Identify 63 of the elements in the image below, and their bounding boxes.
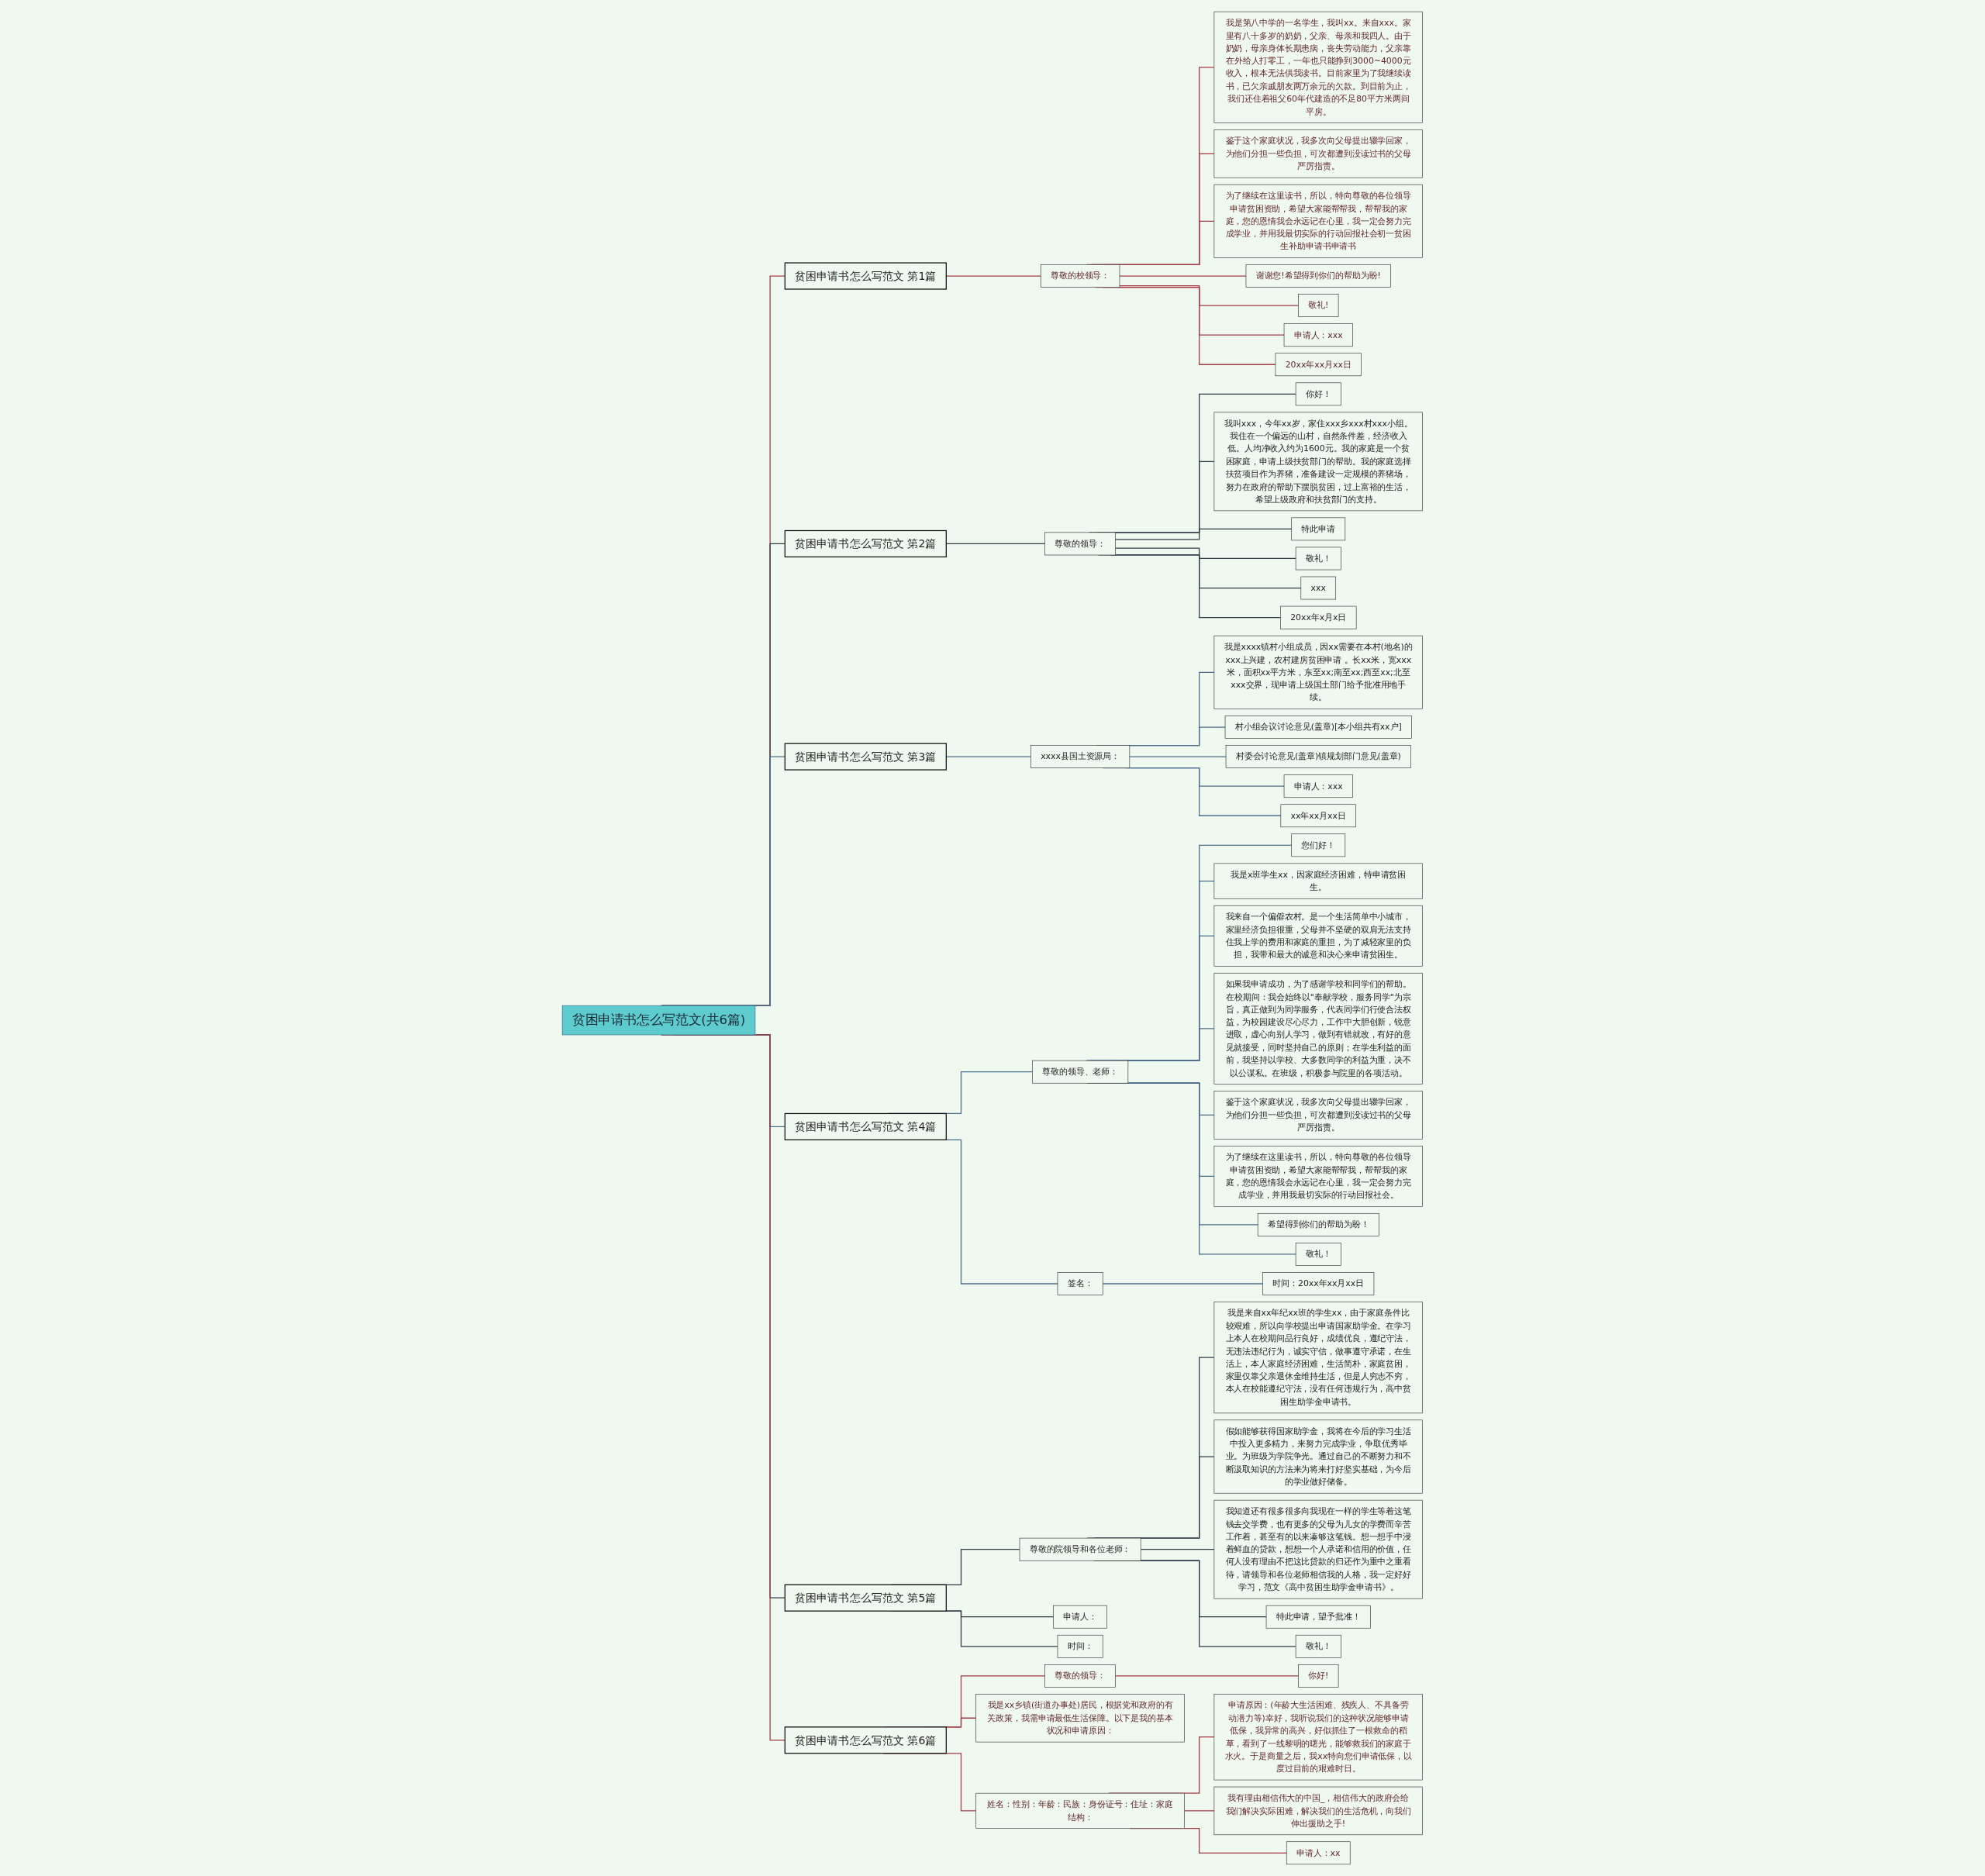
node-box: 希望得到你们的帮助为盼！ [1258, 1213, 1379, 1236]
node-box: 为了继续在这里读书，所以，特向尊敬的各位领导申请贫困资助，希望大家能帮帮我，帮帮我的家庭，您的恩情我会永远记在心里，我一定会努力完成学业，并用我最切实际的行动回报社会。 [1213, 1145, 1424, 1207]
connector [1115, 547, 1296, 560]
node-box: 敬礼！ [1295, 547, 1341, 571]
connector [1115, 528, 1293, 540]
node-box: 申请人：xxx [1283, 323, 1353, 347]
node-box: 姓名：性别：年龄：民族：身份证号：住址：家庭结构： [975, 1792, 1185, 1829]
node-box: 贫困申请书怎么写范文 第5篇 [784, 1584, 948, 1612]
node-box: 鉴于这个家庭状况，我多次向父母提出辍学回家，为他们分担一些负担，可次都遭到没读过书的父母严厉指责。 [1213, 129, 1424, 178]
node-box: 你好! [1298, 1664, 1339, 1688]
connector [1183, 1810, 1215, 1812]
node-box: 申请人：xx [1286, 1841, 1351, 1865]
node-box: 谢谢您!希望得到你们的帮助为盼! [1245, 264, 1391, 288]
node-box: 特此申请，望予批准！ [1265, 1605, 1371, 1629]
connector [1119, 275, 1247, 277]
node-box: 你好！ [1295, 382, 1341, 406]
node-box: 我是第八中学的一名学生，我叫xx。来自xxx。家里有八十多岁的奶奶，父亲、母亲和我四人。由于奶奶，母亲身体长期患病，丧失劳动能力，父亲靠在外给人打零工，一年也只能挣到3000~4000元收入，根本无法供我读书。目前家里为了我继续读书，已欠亲戚朋友两万余元的欠款。到目前为止，我们还住着祖父60年代建造的不足80平方米两间平房。 [1213, 11, 1424, 123]
node-box: 我是xx乡镇(街道办事处)居民，根据党和政府的有关政策，我需申请最低生活保障。以下是我的基本状况和申请原因： [975, 1694, 1185, 1743]
node-box: 20xx年xx月xx日 [1275, 353, 1362, 377]
node-box: 时间： [1057, 1634, 1103, 1658]
node-box: 我来自一个偏僻农村。是一个生活简单中小城市，家里经济负担很重，父母并不坚硬的双肩无法支持住我上学的费用和家庭的重担，为了减轻家里的负担，我带和最大的诚意和决心来申请贫困生。 [1213, 905, 1424, 967]
node-box: 您们好！ [1291, 833, 1346, 857]
node-box: xxx [1300, 576, 1337, 600]
node-box: 特此申请 [1291, 517, 1346, 541]
connector [1115, 1675, 1300, 1677]
node-box: 贫困申请书怎么写范文 第1篇 [784, 262, 948, 290]
node-box: xx年xx月xx日 [1280, 804, 1357, 828]
node-box: 贫困申请书怎么写范文 第4篇 [784, 1112, 948, 1140]
node-box: 敬礼！ [1295, 1634, 1341, 1658]
node-box: 贫困申请书怎么写范文 第3篇 [784, 743, 948, 771]
node-box: 鉴于这个家庭状况，我多次向父母提出辍学回家，为他们分担一些负担，可次都遭到没读过书的父母严厉指责。 [1213, 1091, 1424, 1140]
node-box: 申请原因：(年龄大生活困难、残疾人、不具备劳动潜力等)幸好，我听说我们的这种状况能够申请低保，我异常的高兴，好似抓住了一根救命的稻草，看到了一线黎明的曙光，能够救我们的家庭于水火。于是商量之后，我xx特向您们申请低保，以度过目前的艰难时日。 [1213, 1694, 1424, 1781]
node-box: 尊敬的院领导和各位老师： [1019, 1537, 1141, 1561]
node-box: 村委会讨论意见(盖章)镇规划部门意见(盖章) [1225, 745, 1411, 768]
connector [1129, 756, 1227, 757]
node-box: 我是x班学生xx，因家庭经济困难，特申请贫困生。 [1213, 863, 1424, 899]
connector [1102, 1283, 1264, 1285]
node-box: 尊敬的领导： [1044, 532, 1116, 556]
node-box: 为了继续在这里读书，所以，特向尊敬的各位领导申请贫困资助，希望大家能帮帮我，帮帮我的家庭，您的恩情我会永远记在心里，我一定会努力完成学业，并用我最切实际的行动回报社会初一贫困生补助申请书申请书 [1213, 184, 1424, 258]
node-box: 假如能够获得国家助学金，我将在今后的学习生活中投入更多精力，来努力完成学业，争取优秀毕业。为班级为学院争光。通过自己的不断努力和不断汲取知识的方法来为将来打好坚实基础，为今后的学业做好储备。 [1213, 1419, 1424, 1494]
node-box: 贫困申请书怎么写范文 第6篇 [784, 1726, 948, 1754]
node-box: 贫困申请书怎么写范文 第2篇 [784, 529, 948, 557]
node-box: 签名： [1057, 1272, 1103, 1295]
node-box: 我是来自xx年纪xx班的学生xx，由于家庭条件比较艰难，所以向学校提出申请国家助学金。在学习上本人在校期间品行良好，成绩优良，遵纪守法，无违法违纪行为，诚实守信，做事遵守承诺，在生活上，本人家庭经济困难，生活简朴，家庭贫困，家里仅靠父亲退休金维持生活，但是人穷志不穷，本人在校能遵纪守法，没有任何违规行为，高中贫困生助学金申请书。 [1213, 1302, 1424, 1414]
node-box: 申请人：xxx [1283, 774, 1353, 798]
node-box: 我是xxxx镇村小组成员，因xx需要在本村(地名)的xxx上兴建，农村建房贫困申请 。长xx米，宽xxx米，面积xx平方米，东至xx;南至xx;西至xx;北至xxx交界，现申请上级国土部门给予批准用地手续。 [1213, 635, 1424, 709]
connector [1119, 285, 1300, 306]
node-box: 敬礼！ [1295, 1243, 1341, 1266]
node-box: 尊敬的领导、老师： [1032, 1060, 1129, 1084]
node-box: 贫困申请书怎么写范文(共6篇) [561, 1005, 756, 1036]
node-box: 我叫xxx，今年xx岁，家住xxx乡xxx村xxx小组。我住在一个偏远的山村，自然条件差，经济收入低。人均净收入约为1600元。我的家庭是一个贫困家庭，申请上级扶贫部门的帮助。我的家庭选择扶贫项目作为养猪，准备建设一定规模的养猪场，努力在政府的帮助下摆脱贫困，过上富裕的生活，希望上级政府和扶贫部门的支持。 [1213, 412, 1424, 512]
node-box: 我知道还有很多很多向我现在一样的学生等着这笔钱去交学费，也有更多的父母为儿女的学费而辛苦工作着，甚至有的以来凑够这笔钱。想一想手中浸着鲜血的贷款，想想一个人承诺和信用的价值，任何人没有理由不把这比贷款的归还作为重中之重看待，请领导和各位老师相信我的人格，我一定好好学习，范文《高中贫困生助学金申请书》。 [1213, 1499, 1424, 1599]
connector [1140, 1549, 1215, 1550]
node-box: 尊敬的校领导： [1041, 264, 1120, 288]
node-box: 申请人： [1053, 1605, 1108, 1629]
node-box: 敬礼! [1298, 294, 1339, 317]
node-box: 村小组会议讨论意见(盖章)[本小组共有xx户] [1224, 716, 1412, 739]
node-box: 20xx年x月x日 [1280, 605, 1357, 629]
node-box: 我有理由相信伟大的中国_，相信伟大的政府会给我们解决实际困难，解决我们的生活危机，向我们伸出援助之手! [1213, 1786, 1424, 1836]
node-box: xxxx县国土资源局： [1030, 745, 1131, 768]
node-box: 尊敬的领导： [1044, 1664, 1116, 1688]
node-box: 如果我申请成功，为了感谢学校和同学们的帮助。在校期间：我会始终以"奉献学校，服务同学"为宗旨，真正做到为同学服务，代表同学们行使合法权益，为校园建设尽心尽力，工作中大胆创新，锐意进取，虚心向别人学习，做到有错就改，有好的意见就接受，同时坚持自己的原则；在学生利益的面前，我坚持以学校、大多数同学的利益为重，决不以公谋私。在班级，积极参与院里的各项活动。 [1213, 972, 1424, 1085]
node-box: 时间：20xx年xx月xx日 [1262, 1272, 1375, 1295]
